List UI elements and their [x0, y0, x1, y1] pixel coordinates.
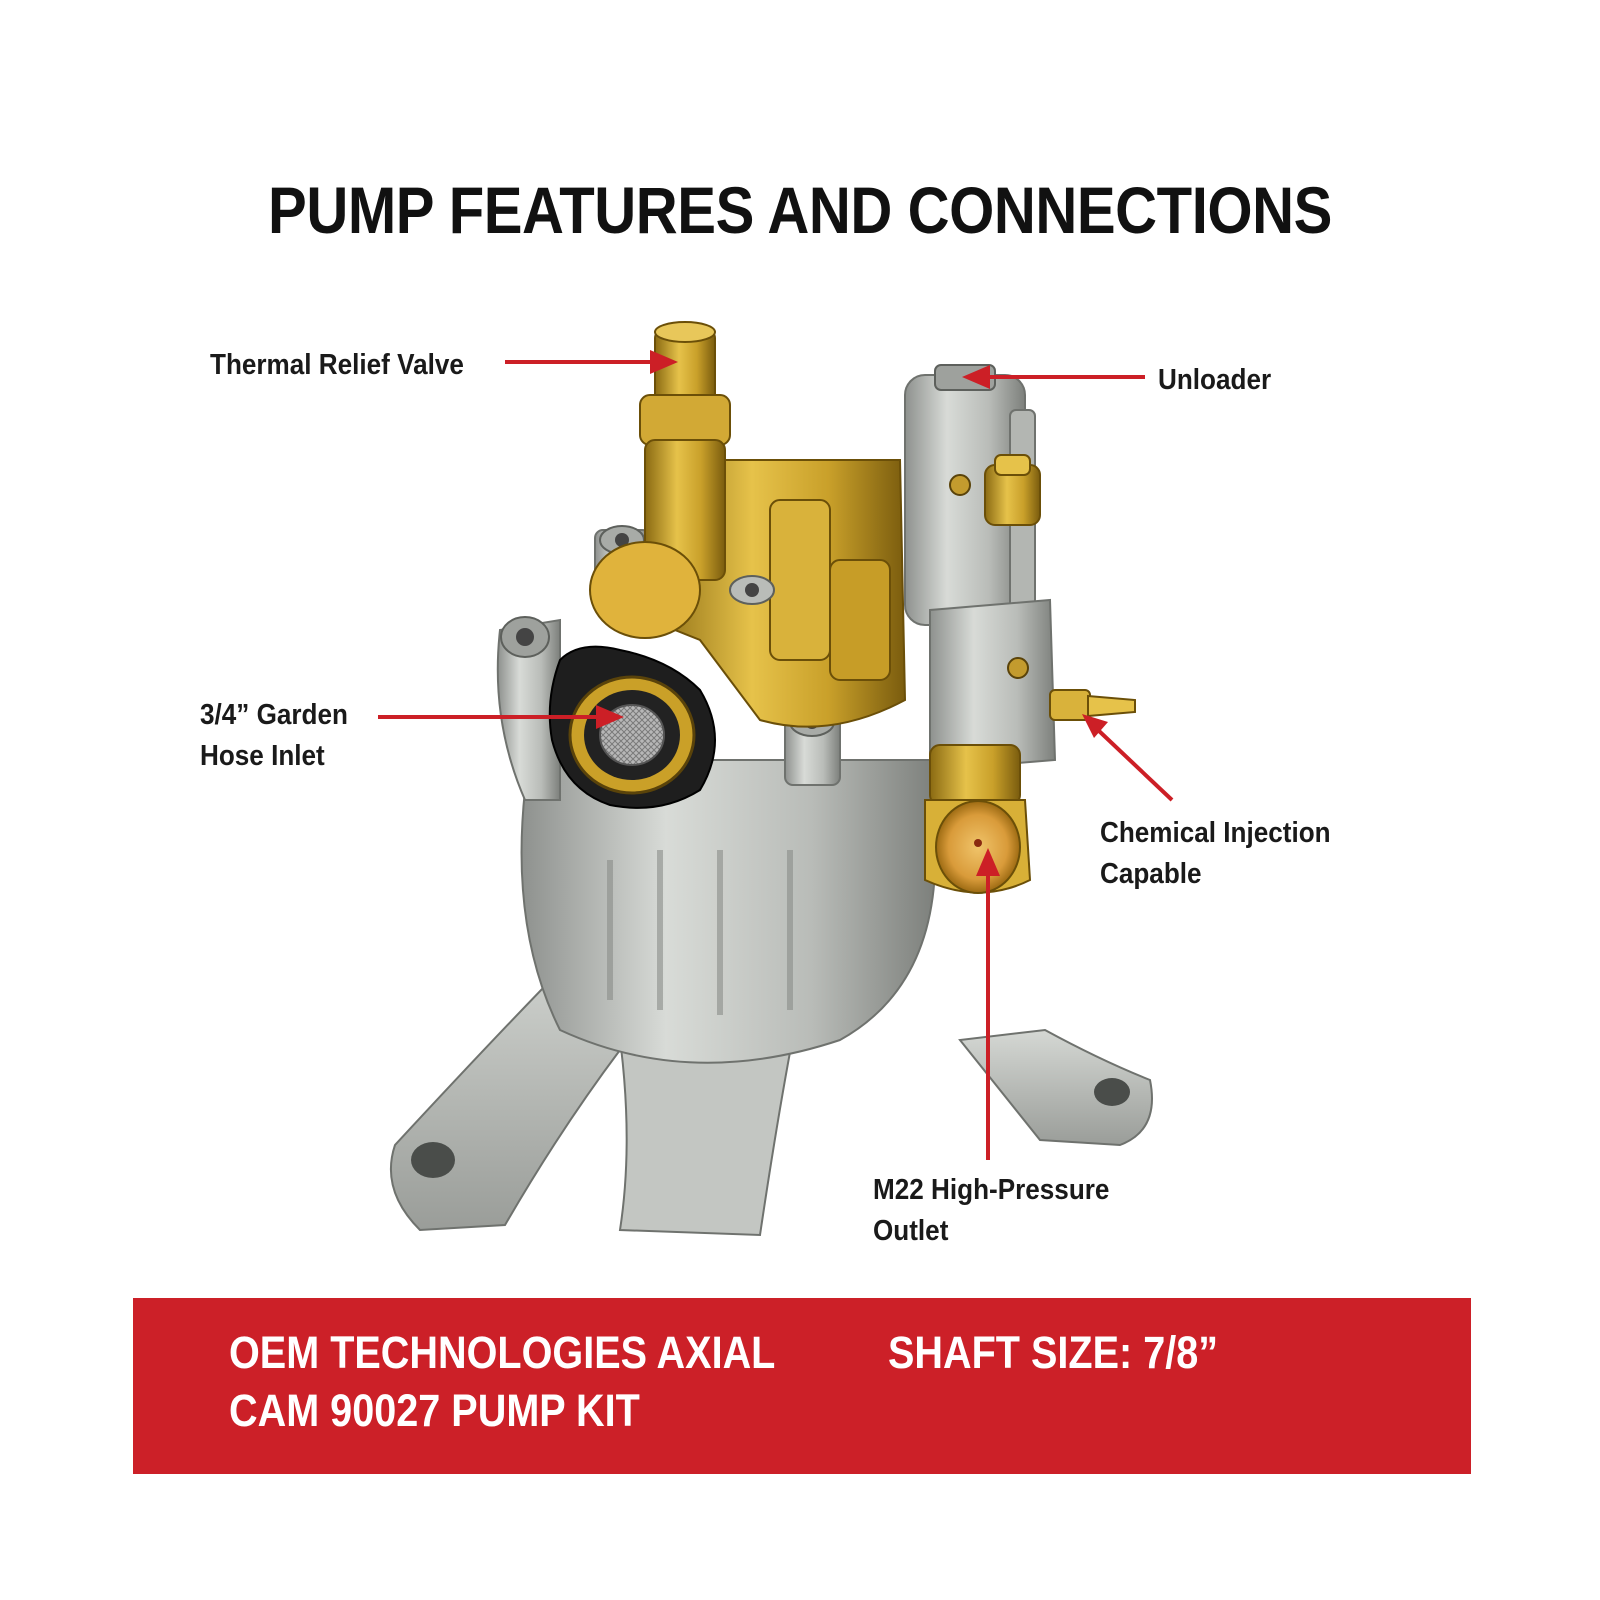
product-banner: OEM TECHNOLOGIES AXIAL CAM 90027 PUMP KI… — [133, 1298, 1471, 1474]
label-garden-hose-inlet: 3/4” Garden Hose Inlet — [200, 699, 348, 772]
product-name: OEM TECHNOLOGIES AXIAL CAM 90027 PUMP KI… — [229, 1327, 776, 1436]
crankcase — [496, 616, 937, 1064]
thermal-relief-valve — [639, 321, 731, 581]
high-pressure-outlet — [924, 744, 1032, 894]
label-high-pressure-outlet: M22 High-Pressure Outlet — [873, 1174, 1110, 1247]
page-title: PUMP FEATURES AND CONNECTIONS — [268, 173, 1332, 247]
arrow-chemical-injection — [1096, 728, 1174, 802]
leader-arrows — [378, 350, 1174, 1160]
label-chemical-injection: Chemical Injection Capable — [1100, 817, 1331, 890]
unloader — [904, 364, 1041, 626]
label-unloader: Unloader — [1158, 364, 1272, 396]
chemical-injection-port — [929, 598, 1136, 772]
shaft-size: SHAFT SIZE: 7/8” — [888, 1327, 1219, 1378]
garden-hose-inlet — [548, 541, 716, 809]
label-thermal-relief-valve: Thermal Relief Valve — [210, 349, 464, 381]
